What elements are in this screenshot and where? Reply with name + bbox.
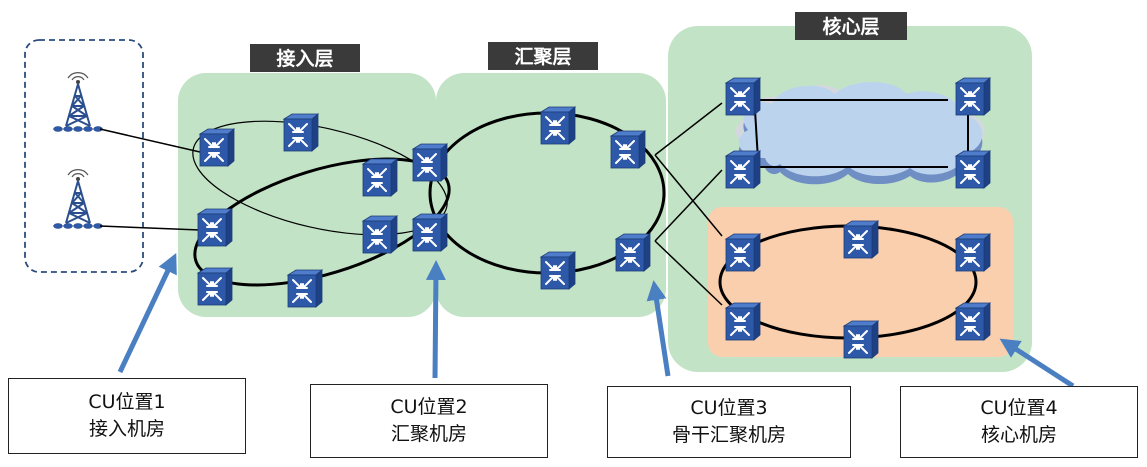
core-uplink xyxy=(654,240,723,306)
access-zone xyxy=(178,73,436,317)
router-icon xyxy=(287,269,323,308)
svg-text:接入层: 接入层 xyxy=(276,48,333,70)
router-icon xyxy=(362,158,398,197)
router-icon xyxy=(283,113,319,152)
cu-position-1-box: CU位置1 接入机房 xyxy=(8,378,246,454)
router-icon xyxy=(955,233,991,272)
router-icon xyxy=(843,320,879,359)
pointer-arrow-icon xyxy=(646,280,671,377)
tower-link xyxy=(99,128,201,153)
cu-position-2-box: CU位置2 汇聚机房 xyxy=(310,384,548,458)
router-icon xyxy=(199,128,235,167)
cu-position-3-box: CU位置3 骨干汇聚机房 xyxy=(607,386,851,458)
cu-position-1-subtitle: 接入机房 xyxy=(88,418,165,440)
cloud-icon xyxy=(735,82,985,185)
router-icon xyxy=(197,267,233,306)
cu-position-4-box: CU位置4 核心机房 xyxy=(900,386,1138,458)
access-layer-label: 接入层 xyxy=(250,44,360,72)
router-icon xyxy=(610,130,646,169)
router-icon xyxy=(955,77,991,116)
router-icon xyxy=(412,143,448,182)
router-icon xyxy=(540,106,576,145)
pointer-arrow-icon xyxy=(117,252,177,374)
svg-text:汇聚层: 汇聚层 xyxy=(514,46,571,68)
router-icon xyxy=(615,233,651,272)
core-uplink xyxy=(654,102,723,156)
cu-position-2-title: CU位置2 xyxy=(390,396,468,418)
router-icon xyxy=(540,251,576,290)
cu-position-1-title: CU位置1 xyxy=(88,391,166,413)
router-icon xyxy=(412,213,448,252)
aggregation-zone xyxy=(436,73,666,317)
core-uplink xyxy=(654,154,723,237)
router-icon xyxy=(197,208,233,247)
cu-position-2-subtitle: 汇聚机房 xyxy=(390,423,467,445)
cu-position-3-subtitle: 骨干汇聚机房 xyxy=(671,424,786,446)
core-uplink xyxy=(654,169,723,242)
router-icon xyxy=(725,233,761,272)
router-icon xyxy=(725,150,761,189)
router-icon xyxy=(955,150,991,189)
svg-text:核心层: 核心层 xyxy=(822,15,879,38)
aggregation-layer-label: 汇聚层 xyxy=(488,42,598,70)
access-ring-thin xyxy=(192,120,448,236)
cu-position-4-title: CU位置4 xyxy=(980,397,1058,419)
antenna-group-box xyxy=(24,39,144,273)
access-ring-thick xyxy=(193,157,451,287)
core-layer-label: 核心层 xyxy=(795,12,907,40)
router-icon xyxy=(843,220,879,259)
router-icon xyxy=(725,77,761,116)
pointer-arrow-icon xyxy=(425,260,446,379)
router-icon xyxy=(955,302,991,341)
pointer-arrow-icon xyxy=(999,338,1075,389)
router-icon xyxy=(362,215,398,254)
tower-link xyxy=(99,225,201,231)
cu-position-4-subtitle: 核心机房 xyxy=(980,424,1057,446)
core-ring-zone xyxy=(708,207,1013,357)
cu-position-3-title: CU位置3 xyxy=(690,397,768,419)
router-icon xyxy=(725,302,761,341)
